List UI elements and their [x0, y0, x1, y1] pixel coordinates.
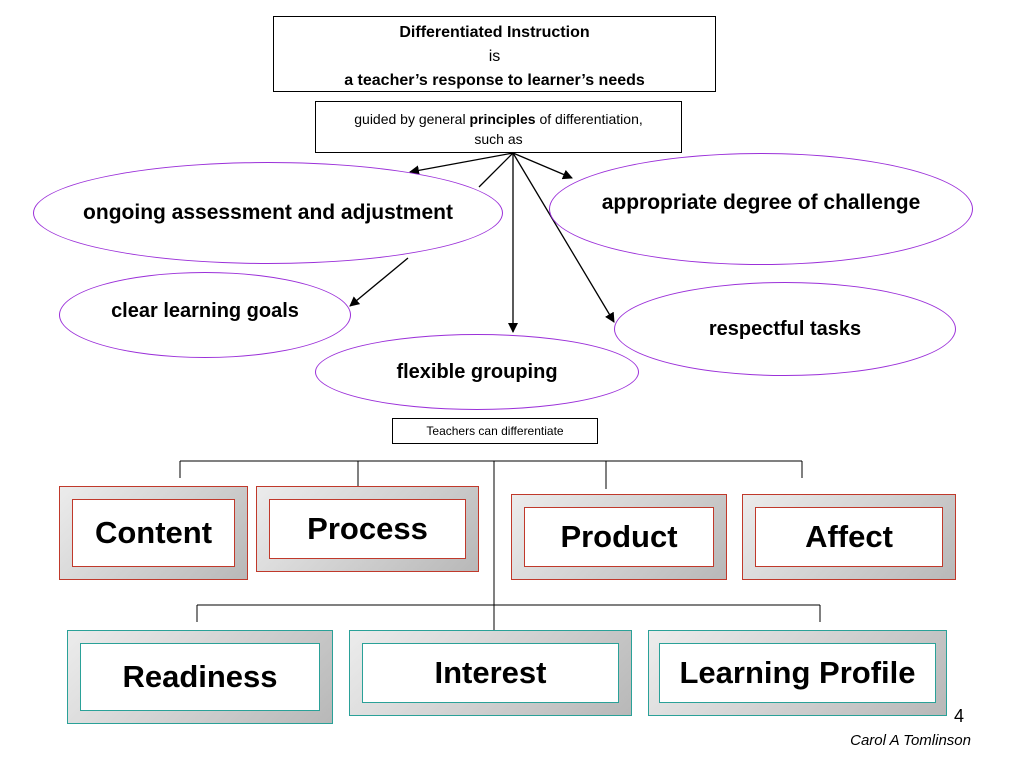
box-content: Content — [59, 486, 248, 580]
box-process: Process — [256, 486, 479, 572]
title-line-3: a teacher’s response to learner’s needs — [344, 72, 645, 89]
box-product: Product — [511, 494, 727, 580]
box-interest: Interest — [349, 630, 632, 716]
ellipse-ongoing-assessment: ongoing assessment and adjustment — [33, 162, 503, 264]
title-line-1: Differentiated Instruction — [399, 24, 590, 41]
title-box: Differentiated Instruction is a teacher’… — [273, 16, 716, 92]
ellipse-challenge: appropriate degree of challenge — [549, 153, 973, 265]
content-label: Content — [94, 515, 213, 550]
arrow-to-goals — [349, 257, 409, 307]
box-learning-profile: Learning Profile — [648, 630, 947, 716]
guide-bold: principles — [469, 111, 536, 127]
grouping-label: flexible grouping — [396, 360, 558, 383]
respectful-label: respectful tasks — [708, 317, 862, 340]
process-label: Process — [307, 511, 428, 546]
teachers-label: Teachers can differentiate — [426, 424, 564, 438]
arrow-to-respectful — [512, 152, 615, 323]
ongoing-label: ongoing assessment and adjustment — [83, 201, 453, 224]
learning-profile-label: Learning Profile — [679, 655, 916, 690]
guide-prefix: guided by general — [354, 111, 470, 127]
ellipse-respectful-tasks: respectful tasks — [614, 282, 956, 376]
guide-line-2: such as — [474, 131, 523, 147]
box-affect: Affect — [742, 494, 956, 580]
ellipse-flexible-grouping: flexible grouping — [315, 334, 639, 410]
page-number: 4 — [953, 706, 964, 726]
challenge-label: appropriate degree of challenge — [601, 191, 921, 214]
guide-suffix: of differentiation, — [535, 111, 643, 127]
line-to-ongoing-edge — [478, 152, 514, 188]
ellipse-learning-goals: clear learning goals — [59, 272, 351, 358]
readiness-label: Readiness — [122, 659, 278, 694]
interest-label: Interest — [434, 655, 547, 690]
title-line-2: is — [488, 48, 501, 65]
box-readiness: Readiness — [67, 630, 333, 724]
teachers-label-box: Teachers can differentiate — [392, 418, 598, 444]
goals-label: clear learning goals — [111, 299, 299, 322]
author-credit: Carol A Tomlinson — [850, 732, 971, 749]
arrow-to-challenge — [512, 152, 573, 180]
arrow-to-ongoing — [409, 152, 514, 176]
affect-label: Affect — [805, 519, 893, 554]
guide-box: guided by general principles of differen… — [315, 101, 682, 153]
product-label: Product — [560, 519, 678, 554]
